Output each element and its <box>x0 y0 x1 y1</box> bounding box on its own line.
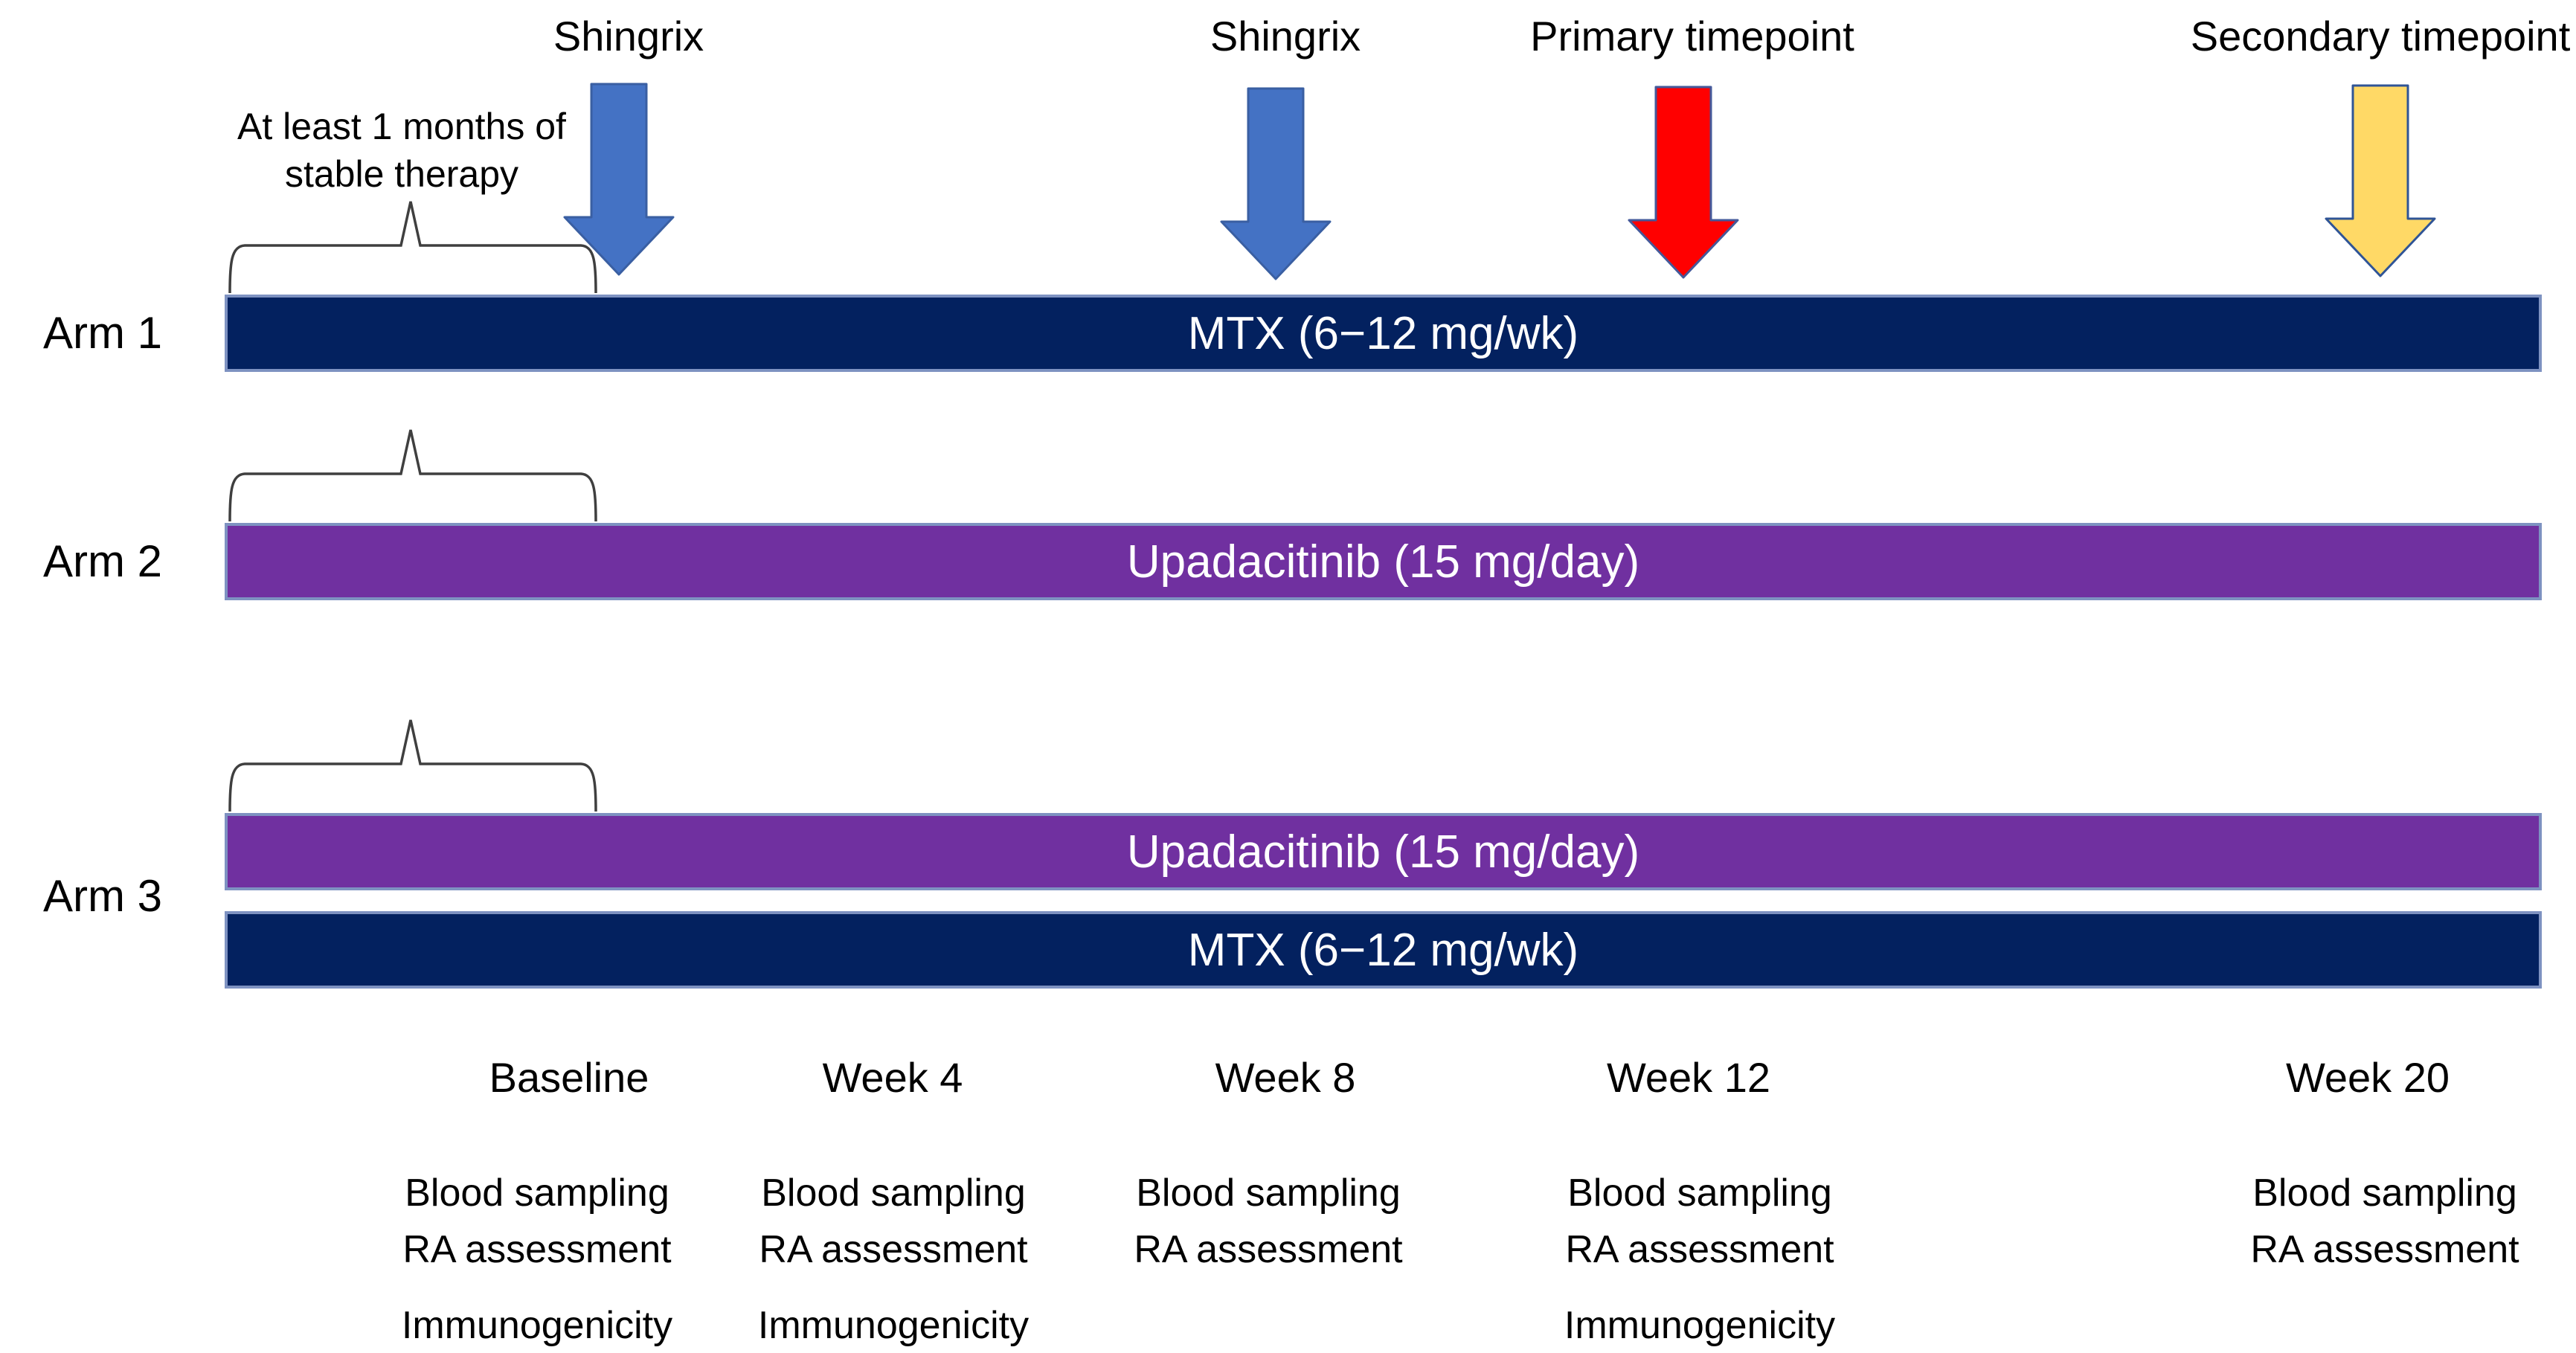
bar-label: MTX (6−12 mg/wk) <box>1187 307 1579 359</box>
primary-timepoint-down-arrow-icon <box>1628 86 1739 279</box>
assessment-item: Immunogenicity <box>401 1304 673 1347</box>
shingrix-down-arrow-icon-baseline <box>563 83 675 276</box>
secondary-timepoint-label: Secondary timepoint <box>2190 13 2571 60</box>
secondary-timepoint-down-arrow-icon <box>2325 84 2436 277</box>
assessment-item: Blood sampling <box>1567 1172 1832 1215</box>
arm1-mtx-bar: MTX (6−12 mg/wk) <box>225 295 2542 372</box>
assessment-item: RA assessment <box>2250 1228 2519 1271</box>
arm3-upadacitinib-bar: Upadacitinib (15 mg/day) <box>225 813 2542 890</box>
timepoint-label-week4: Week 4 <box>822 1054 963 1101</box>
assessment-item: RA assessment <box>1565 1228 1834 1271</box>
assessment-item: Blood sampling <box>2252 1172 2517 1215</box>
arm2-label: Arm 2 <box>43 536 163 586</box>
arm3-mtx-bar: MTX (6−12 mg/wk) <box>225 911 2542 989</box>
stable-therapy-brace-arm3 <box>228 719 597 812</box>
bar-label: Upadacitinib (15 mg/day) <box>1126 826 1640 878</box>
arm2-upadacitinib-bar: Upadacitinib (15 mg/day) <box>225 523 2542 600</box>
assessments-week4: Blood sampling RA assessment Immunogenic… <box>758 1165 1029 1353</box>
stable-therapy-note: At least 1 months of stable therapy <box>237 103 566 198</box>
bar-label: Upadacitinib (15 mg/day) <box>1126 536 1640 588</box>
timepoint-label-week12: Week 12 <box>1607 1054 1770 1101</box>
stable-therapy-brace-arm1 <box>228 201 597 294</box>
assessment-item: RA assessment <box>759 1228 1028 1271</box>
assessment-item: Immunogenicity <box>757 1304 1030 1347</box>
assessments-week8: Blood sampling RA assessment <box>1134 1165 1402 1278</box>
assessment-item: Blood sampling <box>1136 1172 1401 1215</box>
assessment-item: Blood sampling <box>761 1172 1026 1215</box>
stable-therapy-brace-arm2 <box>228 429 597 522</box>
assessment-item: RA assessment <box>402 1228 672 1271</box>
assessments-week20: Blood sampling RA assessment <box>2250 1165 2519 1278</box>
stable-therapy-note-line2: stable therapy <box>284 153 519 195</box>
timepoint-label-week8: Week 8 <box>1215 1054 1356 1101</box>
assessments-baseline: Blood sampling RA assessment Immunogenic… <box>402 1165 672 1353</box>
assessment-item: Blood sampling <box>405 1172 669 1215</box>
timepoint-label-baseline: Baseline <box>489 1054 649 1101</box>
shingrix-down-arrow-icon-week8 <box>1220 87 1332 280</box>
assessments-week12: Blood sampling RA assessment Immunogenic… <box>1564 1165 1835 1353</box>
bar-label: MTX (6−12 mg/wk) <box>1187 924 1579 976</box>
primary-timepoint-label: Primary timepoint <box>1530 13 1854 60</box>
shingrix-label-week8: Shingrix <box>1210 13 1361 60</box>
arm3-label: Arm 3 <box>43 871 163 921</box>
arm1-label: Arm 1 <box>43 308 163 358</box>
shingrix-label-baseline: Shingrix <box>553 13 704 60</box>
assessment-item: RA assessment <box>1134 1228 1403 1271</box>
assessment-item: Immunogenicity <box>1564 1304 1836 1347</box>
timepoint-label-week20: Week 20 <box>2286 1054 2450 1101</box>
stable-therapy-note-line1: At least 1 months of <box>237 106 566 147</box>
